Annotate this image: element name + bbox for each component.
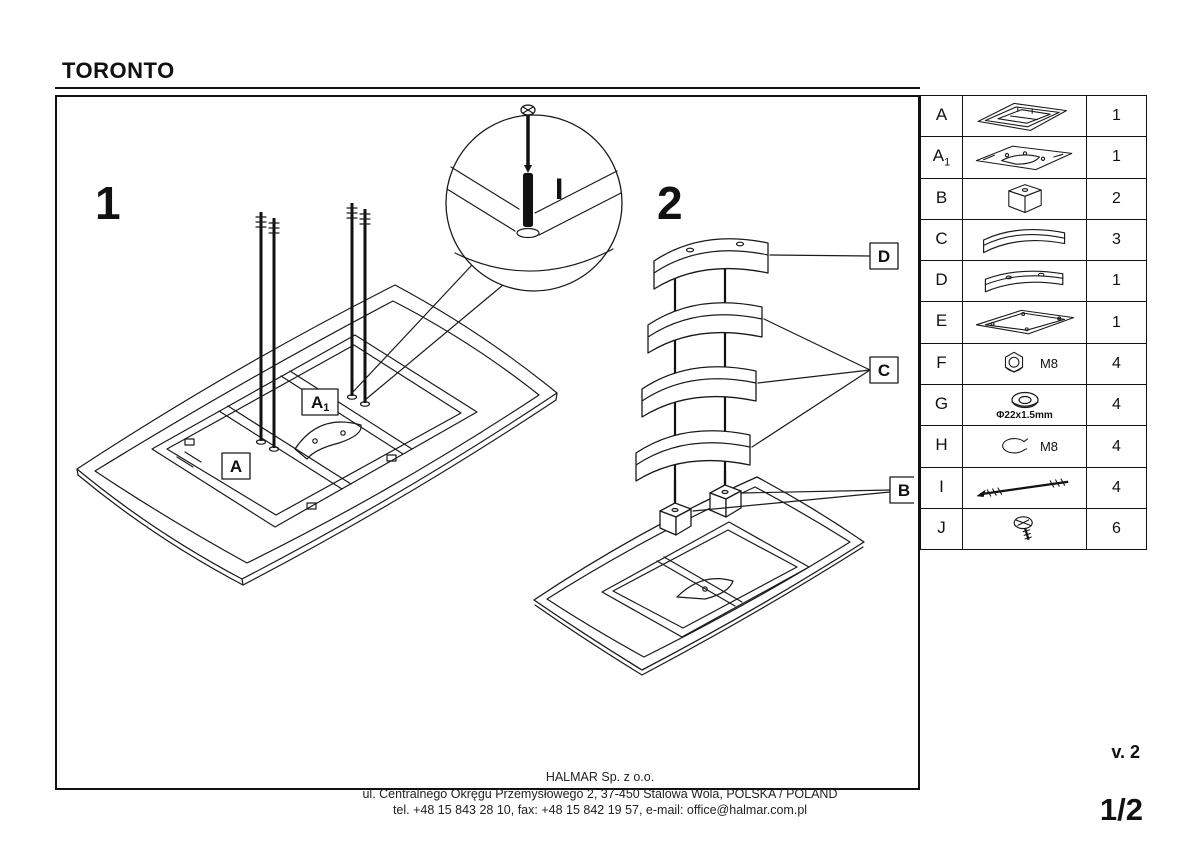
magnified-corner (446, 166, 622, 272)
part-letter: I (920, 466, 963, 509)
leg-segment-d (653, 238, 769, 290)
part-letter: J (920, 507, 963, 551)
part-letter: E (920, 301, 963, 344)
parts-row-e: E 1 (920, 301, 1147, 344)
part-spec: M8 (1039, 356, 1059, 372)
step2-number: 2 (657, 177, 683, 229)
leg-segment-c2 (641, 366, 757, 418)
tabletop-drawing (76, 284, 558, 586)
svg-text:A1: A1 (311, 393, 329, 414)
assembly-diagram: 1 (76, 104, 914, 676)
part-qty: 1 (1086, 136, 1147, 179)
part-letter: D (920, 260, 963, 303)
mounting-plate-icon (975, 309, 1074, 334)
part-qty: 2 (1086, 177, 1147, 220)
part-qty: 4 (1086, 466, 1147, 509)
part-qty: 1 (1086, 301, 1147, 344)
label-d: D (769, 242, 899, 270)
tabletop-icon (977, 103, 1067, 132)
svg-text:D: D (878, 247, 890, 266)
parts-row-g: G Φ22x1.5mm 4 (920, 384, 1147, 427)
part-qty: 4 (1086, 425, 1147, 468)
svg-text:B: B (898, 481, 910, 500)
label-tool-i: I (555, 173, 563, 206)
version-label: v. 2 (1111, 742, 1140, 762)
svg-text:C: C (878, 361, 890, 380)
parts-row-j: J 6 (920, 507, 1147, 551)
part-letter: G (920, 384, 963, 427)
parts-row-i: I 4 (920, 466, 1147, 509)
parts-row-b: B 2 (920, 177, 1147, 220)
part-spec: M8 (1039, 439, 1059, 455)
parts-row-c: C 3 (920, 218, 1147, 262)
part-qty: 4 (1086, 342, 1147, 386)
part-qty: 4 (1086, 384, 1147, 427)
page-title: TORONTO (62, 58, 175, 83)
parts-row-f: F M8 4 (920, 342, 1147, 386)
base-tabletop-drawing (533, 476, 865, 676)
diagram-area: 1 (55, 95, 920, 790)
footer-company: HALMAR Sp. z o.o. (545, 770, 655, 784)
nut-icon (1004, 351, 1024, 373)
base-block-icon (1007, 183, 1042, 213)
parts-row-a1: A1 1 (920, 136, 1147, 179)
step2-group: 2 (533, 177, 914, 676)
magnifier-detail: I (351, 104, 623, 401)
title-underline (55, 87, 920, 89)
parts-row-h: H M8 4 (920, 425, 1147, 468)
support-frame-drawing (151, 334, 478, 528)
footer-contact: tel. +48 15 843 28 10, fax: +48 15 842 1… (392, 803, 808, 817)
screw-icon (1013, 516, 1033, 541)
label-a1: A1 (301, 388, 339, 416)
part-letter: A (920, 94, 963, 138)
bolt-detail (523, 173, 533, 227)
leg-segment-c1 (647, 302, 763, 354)
parts-row-a: A 1 (920, 94, 1147, 138)
leg-segment-icon (982, 229, 1065, 254)
part-qty: 1 (1086, 94, 1147, 138)
label-c: C (751, 318, 899, 448)
step1-number: 1 (95, 177, 121, 229)
leg-segment-c3 (635, 430, 751, 482)
part-qty: 6 (1086, 507, 1147, 551)
part-qty: 1 (1086, 260, 1147, 303)
b-block-1 (659, 502, 692, 536)
step1-group: 1 (76, 177, 558, 586)
washer-icon (1010, 392, 1039, 409)
part-qty: 3 (1086, 218, 1147, 262)
footer: HALMAR Sp. z o.o. ul. Centralnego Okręgu… (170, 769, 1030, 819)
svg-text:A: A (230, 457, 242, 476)
parts-table: A 1 A1 (920, 94, 1147, 551)
b-block-2 (709, 484, 742, 518)
page-number: 1/2 (1099, 792, 1143, 827)
footer-address: ul. Centralnego Okręgu Przemysłowego 2, … (362, 786, 838, 801)
part-spec: Φ22x1.5mm (996, 410, 1053, 422)
part-letter: B (920, 177, 963, 220)
mounting-panel-icon (975, 146, 1072, 171)
label-a: A (221, 452, 251, 480)
part-letter: F (920, 342, 963, 386)
part-letter: C (920, 218, 963, 262)
label-b: B (692, 476, 914, 512)
screwdriver-icon (520, 104, 536, 173)
threaded-rod-icon (975, 478, 1068, 497)
spring-washer-icon (1002, 437, 1029, 453)
part-letter: H (920, 425, 963, 468)
threaded-rods-step1 (255, 203, 371, 452)
part-letter: A1 (920, 136, 963, 179)
top-leg-segment-icon (984, 270, 1063, 293)
parts-row-d: D 1 (920, 260, 1147, 303)
